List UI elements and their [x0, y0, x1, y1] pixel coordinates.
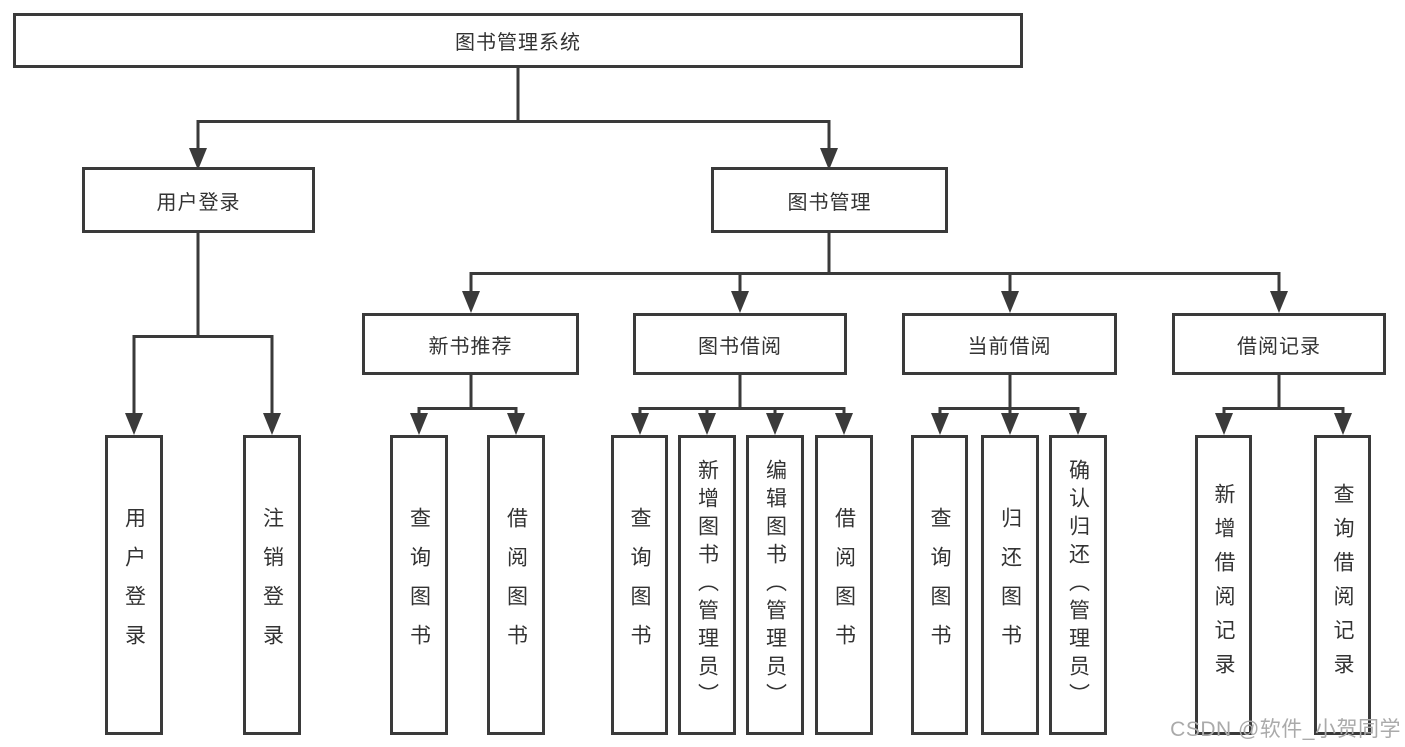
arrowhead	[125, 413, 143, 435]
node-new-book-recommendation: 新书推荐	[362, 313, 579, 375]
arrowhead	[1270, 291, 1288, 313]
leaf-borrow-books-borrowing: 借阅图书	[815, 435, 873, 735]
node-new-book-recommendation-label: 新书推荐	[428, 335, 513, 358]
leaf-confirm-return-admin-label: 确认归还（管理员）	[1066, 459, 1090, 711]
arrowhead	[189, 148, 207, 170]
node-user-login-label: 用户登录	[156, 191, 241, 214]
node-library-system-label: 图书管理系统	[455, 32, 581, 54]
leaf-borrow-books-recommend-label: 借阅图书	[504, 507, 528, 663]
arrowhead	[698, 413, 716, 435]
leaf-return-books: 归还图书	[981, 435, 1039, 735]
leaf-query-books-current-label: 查询图书	[928, 507, 951, 663]
leaf-query-books-borrowing-label: 查询图书	[628, 507, 651, 663]
arrowhead	[507, 413, 525, 435]
leaf-borrow-books-borrowing-label: 借阅图书	[832, 507, 856, 663]
arrowhead	[410, 413, 428, 435]
arrowhead	[631, 413, 649, 435]
arrowhead	[731, 291, 749, 313]
node-user-login: 用户登录	[82, 167, 315, 233]
leaf-logout-label: 注销登录	[260, 507, 284, 663]
leaf-logout: 注销登录	[243, 435, 301, 735]
csdn-watermark: CSDN @软件_小贺同学	[1170, 718, 1401, 741]
arrowhead	[1215, 413, 1233, 435]
arrowhead	[766, 413, 784, 435]
node-book-borrowing: 图书借阅	[633, 313, 847, 375]
arrowhead	[820, 148, 838, 170]
node-book-management-label: 图书管理	[787, 191, 872, 214]
connector-new-book-recommendation-to-leaves	[410, 375, 525, 435]
leaf-query-books-recommend: 查询图书	[390, 435, 448, 735]
connector-user-login-to-leaves	[125, 233, 281, 435]
node-current-borrowing-label: 当前借阅	[967, 335, 1052, 358]
leaf-user-login: 用户登录	[105, 435, 163, 735]
leaf-edit-books-admin: 编辑图书（管理员）	[746, 435, 804, 735]
leaf-add-books-admin-label: 新增图书（管理员）	[695, 459, 719, 711]
node-borrowing-records-label: 借阅记录	[1237, 335, 1321, 358]
leaf-edit-books-admin-label: 编辑图书（管理员）	[763, 459, 787, 711]
leaf-add-borrowing-record: 新增借阅记录	[1195, 435, 1252, 735]
leaf-query-books-current: 查询图书	[911, 435, 968, 735]
arrowhead	[1334, 413, 1352, 435]
leaf-query-books-recommend-label: 查询图书	[407, 507, 431, 663]
connector-root-to-branches	[189, 68, 838, 170]
leaf-confirm-return-admin: 确认归还（管理员）	[1049, 435, 1107, 735]
connector-book-borrowing-to-leaves	[631, 375, 853, 435]
arrowhead	[1069, 413, 1087, 435]
leaf-query-borrowing-record: 查询借阅记录	[1314, 435, 1371, 735]
arrowhead	[931, 413, 949, 435]
leaf-add-borrowing-record-label: 新增借阅记录	[1212, 483, 1235, 687]
arrowhead	[1001, 413, 1019, 435]
leaf-query-books-borrowing: 查询图书	[611, 435, 668, 735]
connector-borrowing-records-to-leaves	[1215, 375, 1352, 435]
node-current-borrowing: 当前借阅	[902, 313, 1117, 375]
node-book-borrowing-label: 图书借阅	[698, 335, 782, 358]
node-borrowing-records: 借阅记录	[1172, 313, 1386, 375]
arrowhead	[835, 413, 853, 435]
arrowhead	[263, 413, 281, 435]
arrowhead	[1001, 291, 1019, 313]
leaf-user-login-label: 用户登录	[122, 507, 146, 663]
leaf-query-borrowing-record-label: 查询借阅记录	[1331, 483, 1354, 687]
arrowhead	[462, 291, 480, 313]
node-book-management: 图书管理	[711, 167, 948, 233]
leaf-add-books-admin: 新增图书（管理员）	[678, 435, 736, 735]
node-library-system: 图书管理系统	[13, 13, 1023, 68]
connector-book-management-to-modules	[462, 233, 1288, 313]
leaf-return-books-label: 归还图书	[998, 507, 1022, 663]
connector-current-borrowing-to-leaves	[931, 375, 1087, 435]
leaf-borrow-books-recommend: 借阅图书	[487, 435, 545, 735]
